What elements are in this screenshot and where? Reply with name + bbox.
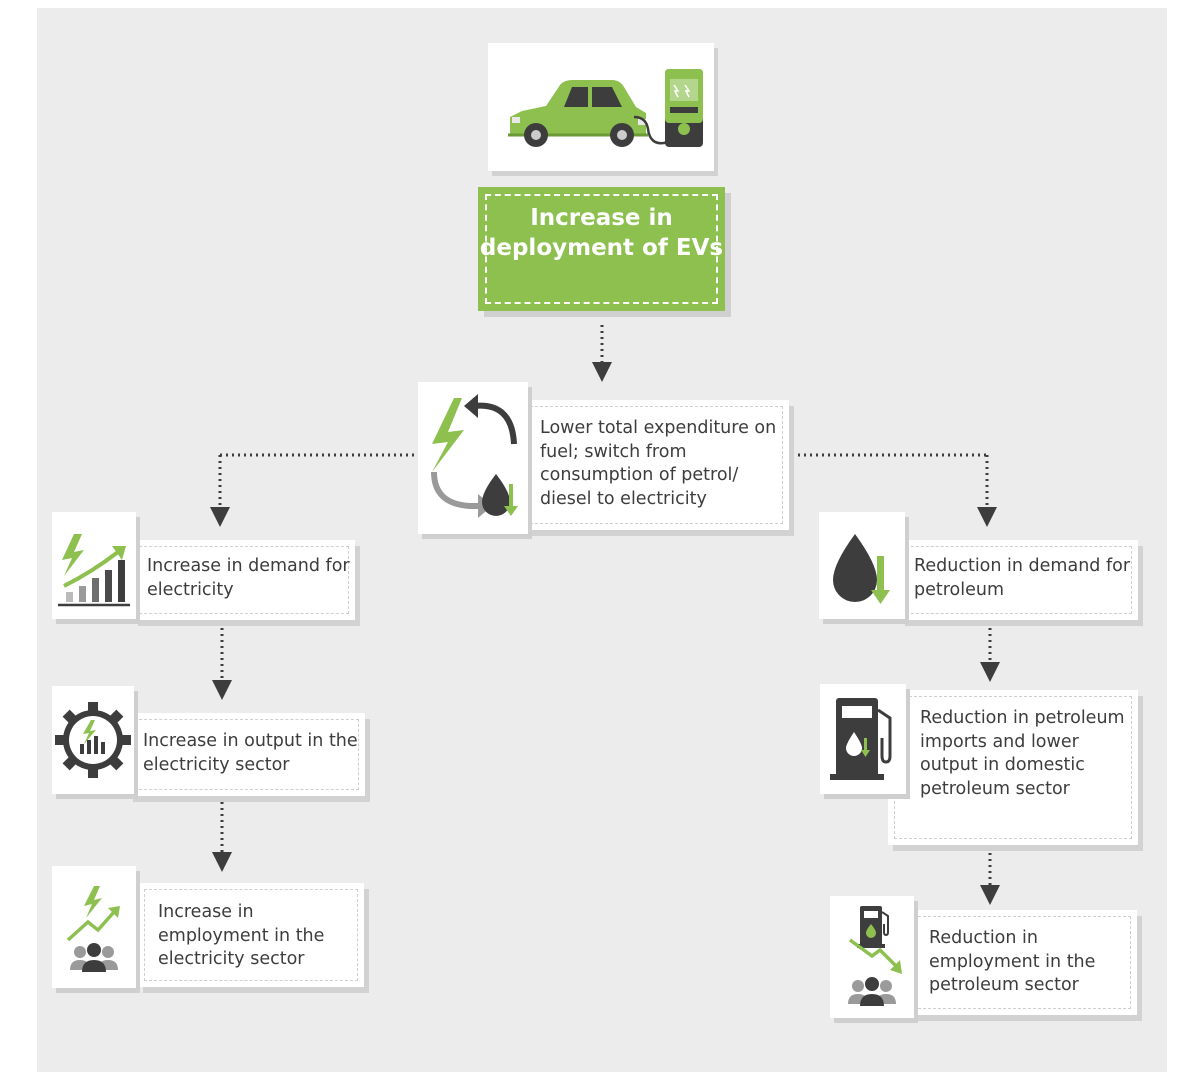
left-node-3: Increase in employment in the electricit… bbox=[138, 883, 364, 987]
left-node-1-label: Increase in demand for electricity bbox=[147, 556, 350, 600]
arrowhead bbox=[212, 852, 232, 872]
left-node-3-icon-card bbox=[52, 866, 136, 988]
arrowhead bbox=[210, 507, 230, 527]
petroleum-employment-icon bbox=[848, 906, 902, 1006]
arrowhead bbox=[592, 362, 612, 382]
right-node-2-label: Reduction in petroleum imports and lower… bbox=[920, 708, 1125, 799]
arrowhead bbox=[977, 507, 997, 527]
right-node-1-icon-card bbox=[819, 512, 905, 619]
left-node-3-label: Increase in employment in the electricit… bbox=[158, 902, 325, 969]
right-node-2: Reduction in petroleum imports and lower… bbox=[888, 690, 1138, 845]
center-node-label: Lower total expenditure on fuel; switch … bbox=[540, 418, 777, 509]
left-node-1: Increase in demand for electricity bbox=[133, 540, 355, 620]
right-node-2-icon-card bbox=[820, 684, 906, 794]
electricity-demand-chart-icon bbox=[58, 534, 130, 607]
fuel-pump-icon bbox=[830, 698, 892, 780]
right-node-3-label: Reduction in employment in the petroleum… bbox=[929, 928, 1096, 995]
arrowhead bbox=[212, 680, 232, 700]
right-node-1: Reduction in demand for petroleum bbox=[900, 540, 1138, 620]
electricity-output-gear-icon bbox=[55, 702, 131, 778]
diagram-title: Increase in deployment of EVs bbox=[479, 205, 724, 261]
title-box-border bbox=[485, 194, 718, 304]
center-node-icon-card bbox=[418, 382, 528, 534]
right-node-3-icon-card bbox=[830, 896, 914, 1018]
right-node-1-label: Reduction in demand for petroleum bbox=[914, 556, 1131, 600]
energy-switch-icon bbox=[431, 394, 518, 518]
center-node: Lower total expenditure on fuel; switch … bbox=[524, 400, 789, 530]
left-node-2-label: Increase in output in the electricity se… bbox=[143, 731, 358, 775]
electricity-employment-icon bbox=[66, 886, 120, 972]
electric-car-icon bbox=[508, 69, 703, 147]
title-box: Increase in deployment of EVs bbox=[478, 187, 725, 311]
arrowhead bbox=[980, 662, 1000, 682]
oil-drop-down-icon bbox=[833, 534, 890, 604]
right-node-3: Reduction in employment in the petroleum… bbox=[907, 910, 1137, 1015]
left-node-1-icon-card bbox=[52, 512, 136, 619]
left-node-2: Increase in output in the electricity se… bbox=[128, 713, 365, 796]
arrowhead bbox=[980, 885, 1000, 905]
left-node-2-icon-card bbox=[52, 686, 134, 794]
ev-charging-illustration bbox=[488, 43, 714, 171]
